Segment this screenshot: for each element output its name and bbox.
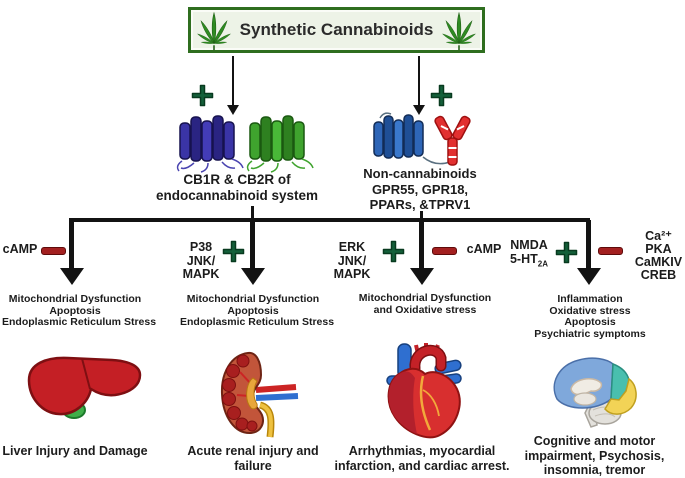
arrow-to-cb-receptors — [232, 56, 234, 106]
title-box: Synthetic Cannabinoids — [188, 7, 485, 53]
brain-illustration — [553, 357, 637, 428]
outcome-heart: Arrhythmias, myocardial infarction, and … — [334, 444, 510, 473]
noncannabinoid-label: Non-cannabinoids GPR55, GPR18, PPARs, &T… — [363, 166, 477, 212]
plus-icon — [430, 84, 453, 107]
minus-icon — [41, 247, 66, 255]
connector-stub-left — [251, 206, 254, 222]
mediator-ca-pka-camkiv-creb: Ca²⁺ PKA CaMKIV CREB — [634, 229, 683, 282]
liver-illustration — [27, 356, 142, 419]
pathway-arrow-kidney — [250, 220, 255, 270]
outcome-brain: Cognitive and motor impairment, Psychosi… — [524, 434, 665, 477]
effects-kidney: Mitochondrial Dysfunction Apoptosis Endo… — [180, 293, 335, 328]
arrow-to-noncannabinoid-receptors — [418, 56, 420, 106]
mediator-camp-heart: cAMP — [466, 242, 502, 256]
pathway-arrow-brain — [586, 220, 591, 270]
effects-heart: Mitochondrial Dysfunction and Oxidative … — [358, 292, 492, 316]
kidney-illustration — [220, 351, 299, 438]
antibody-icon — [434, 115, 471, 166]
mediator-camp-liver: cAMP — [2, 242, 38, 256]
cannabis-leaf-icon — [197, 11, 231, 51]
heart-illustration — [386, 343, 462, 439]
mediator-erk-jnk-mapk: ERK JNK/ MAPK — [333, 240, 371, 281]
connector-line — [69, 218, 590, 222]
plus-icon — [222, 240, 245, 263]
plus-icon — [555, 241, 578, 264]
arrowhead-icon — [577, 268, 601, 285]
figure-title: Synthetic Cannabinoids — [239, 20, 434, 39]
plus-icon — [191, 84, 214, 107]
cb1r-cb2r-receptor-illustration — [176, 115, 314, 173]
outcome-kidney: Acute renal injury and failure — [187, 444, 319, 473]
arrowhead-icon — [60, 268, 84, 285]
arrowhead-icon — [227, 105, 239, 115]
mediator-nmda-5ht2a: NMDA 5-HT2A — [509, 238, 548, 269]
pathway-arrow-heart — [419, 220, 424, 270]
minus-icon — [432, 247, 457, 255]
arrowhead-icon — [413, 105, 425, 115]
cb-receptor-label: CB1R & CB2R of endocannabinoid system — [155, 172, 319, 203]
plus-icon — [382, 240, 405, 263]
cannabis-leaf-icon — [442, 11, 476, 51]
effects-liver: Mitochondrial Dysfunction Apoptosis Endo… — [2, 293, 157, 328]
minus-icon — [598, 247, 623, 255]
outcome-liver: Liver Injury and Damage — [2, 444, 148, 458]
connector-stub-right — [420, 211, 423, 222]
effects-brain: Inflammation Oxidative stress Apoptosis … — [534, 293, 646, 340]
pathway-arrow-liver — [69, 220, 74, 270]
noncannabinoid-receptor-illustration — [373, 112, 471, 166]
arrowhead-icon — [410, 268, 434, 285]
arrowhead-icon — [241, 268, 265, 285]
mediator-p38-jnk-mapk: P38 JNK/ MAPK — [182, 240, 220, 281]
